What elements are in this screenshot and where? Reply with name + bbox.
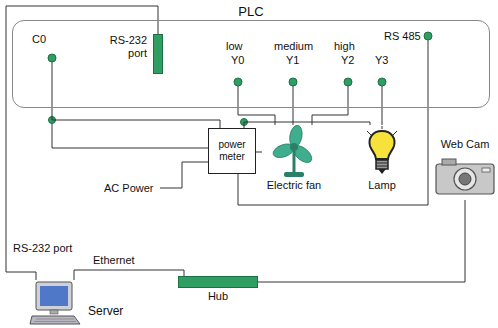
device-label: Web Cam	[441, 138, 490, 151]
hub-bar	[178, 276, 258, 288]
server: Server	[28, 280, 128, 326]
web-cam: Web Cam	[434, 138, 496, 200]
wire-connector	[238, 108, 428, 205]
power-meter-box: power meter	[208, 128, 256, 174]
wire-connector	[52, 108, 220, 128]
terminal-label: Y0	[231, 54, 244, 67]
c0-wire	[52, 58, 53, 108]
terminal-label: Y2	[341, 54, 354, 67]
lamp: Lamp	[362, 125, 402, 197]
wire-label: RS-232 port	[12, 242, 73, 255]
hub: Hub	[178, 276, 258, 305]
terminal-label: Y3	[375, 54, 388, 67]
device-picture	[362, 125, 402, 179]
wire-connector	[6, 6, 158, 280]
terminal-label: high	[334, 40, 355, 53]
terminal-dot	[378, 78, 386, 86]
device-label: Hub	[208, 290, 228, 303]
wire-connector	[244, 122, 370, 128]
plc-heading: PLC	[238, 4, 263, 19]
wire-label: Ethernet	[92, 254, 136, 267]
lamp-drawing	[362, 125, 402, 179]
device-picture	[434, 154, 496, 198]
terminal-dot	[234, 78, 242, 86]
terminal-label: C0	[32, 33, 46, 46]
fan-drawing	[262, 125, 326, 179]
rs485-wire	[428, 36, 429, 108]
terminal-label: AC Power	[104, 182, 154, 195]
port-bar	[153, 34, 163, 74]
terminal-label: RS 485	[384, 30, 421, 43]
electric-fan: Electric fan	[262, 125, 326, 197]
terminal-label: low	[226, 40, 243, 53]
terminal-dot	[48, 54, 56, 62]
device-picture	[28, 280, 82, 326]
meter-label: power meter	[209, 139, 255, 163]
device-label: Server	[88, 305, 123, 318]
device-picture	[262, 125, 326, 179]
terminal-dot	[344, 78, 352, 86]
ac-power-wire	[160, 162, 208, 188]
wire-connector	[74, 270, 184, 280]
computer-drawing	[28, 280, 82, 326]
device-label: Lamp	[368, 179, 396, 192]
rs232-port: RS-232 port	[97, 34, 163, 74]
terminal-dot	[424, 32, 432, 40]
terminal-label: medium	[274, 40, 313, 53]
terminal-dot	[289, 78, 297, 86]
wire-connector	[256, 152, 262, 153]
wire-connector	[382, 108, 383, 125]
port-label: RS-232 port	[97, 34, 147, 60]
neutral-wire	[52, 120, 208, 148]
wire-connector	[258, 200, 465, 282]
terminal-label: Y1	[286, 54, 299, 67]
webcam-drawing	[434, 154, 496, 198]
device-label: Electric fan	[267, 179, 321, 192]
